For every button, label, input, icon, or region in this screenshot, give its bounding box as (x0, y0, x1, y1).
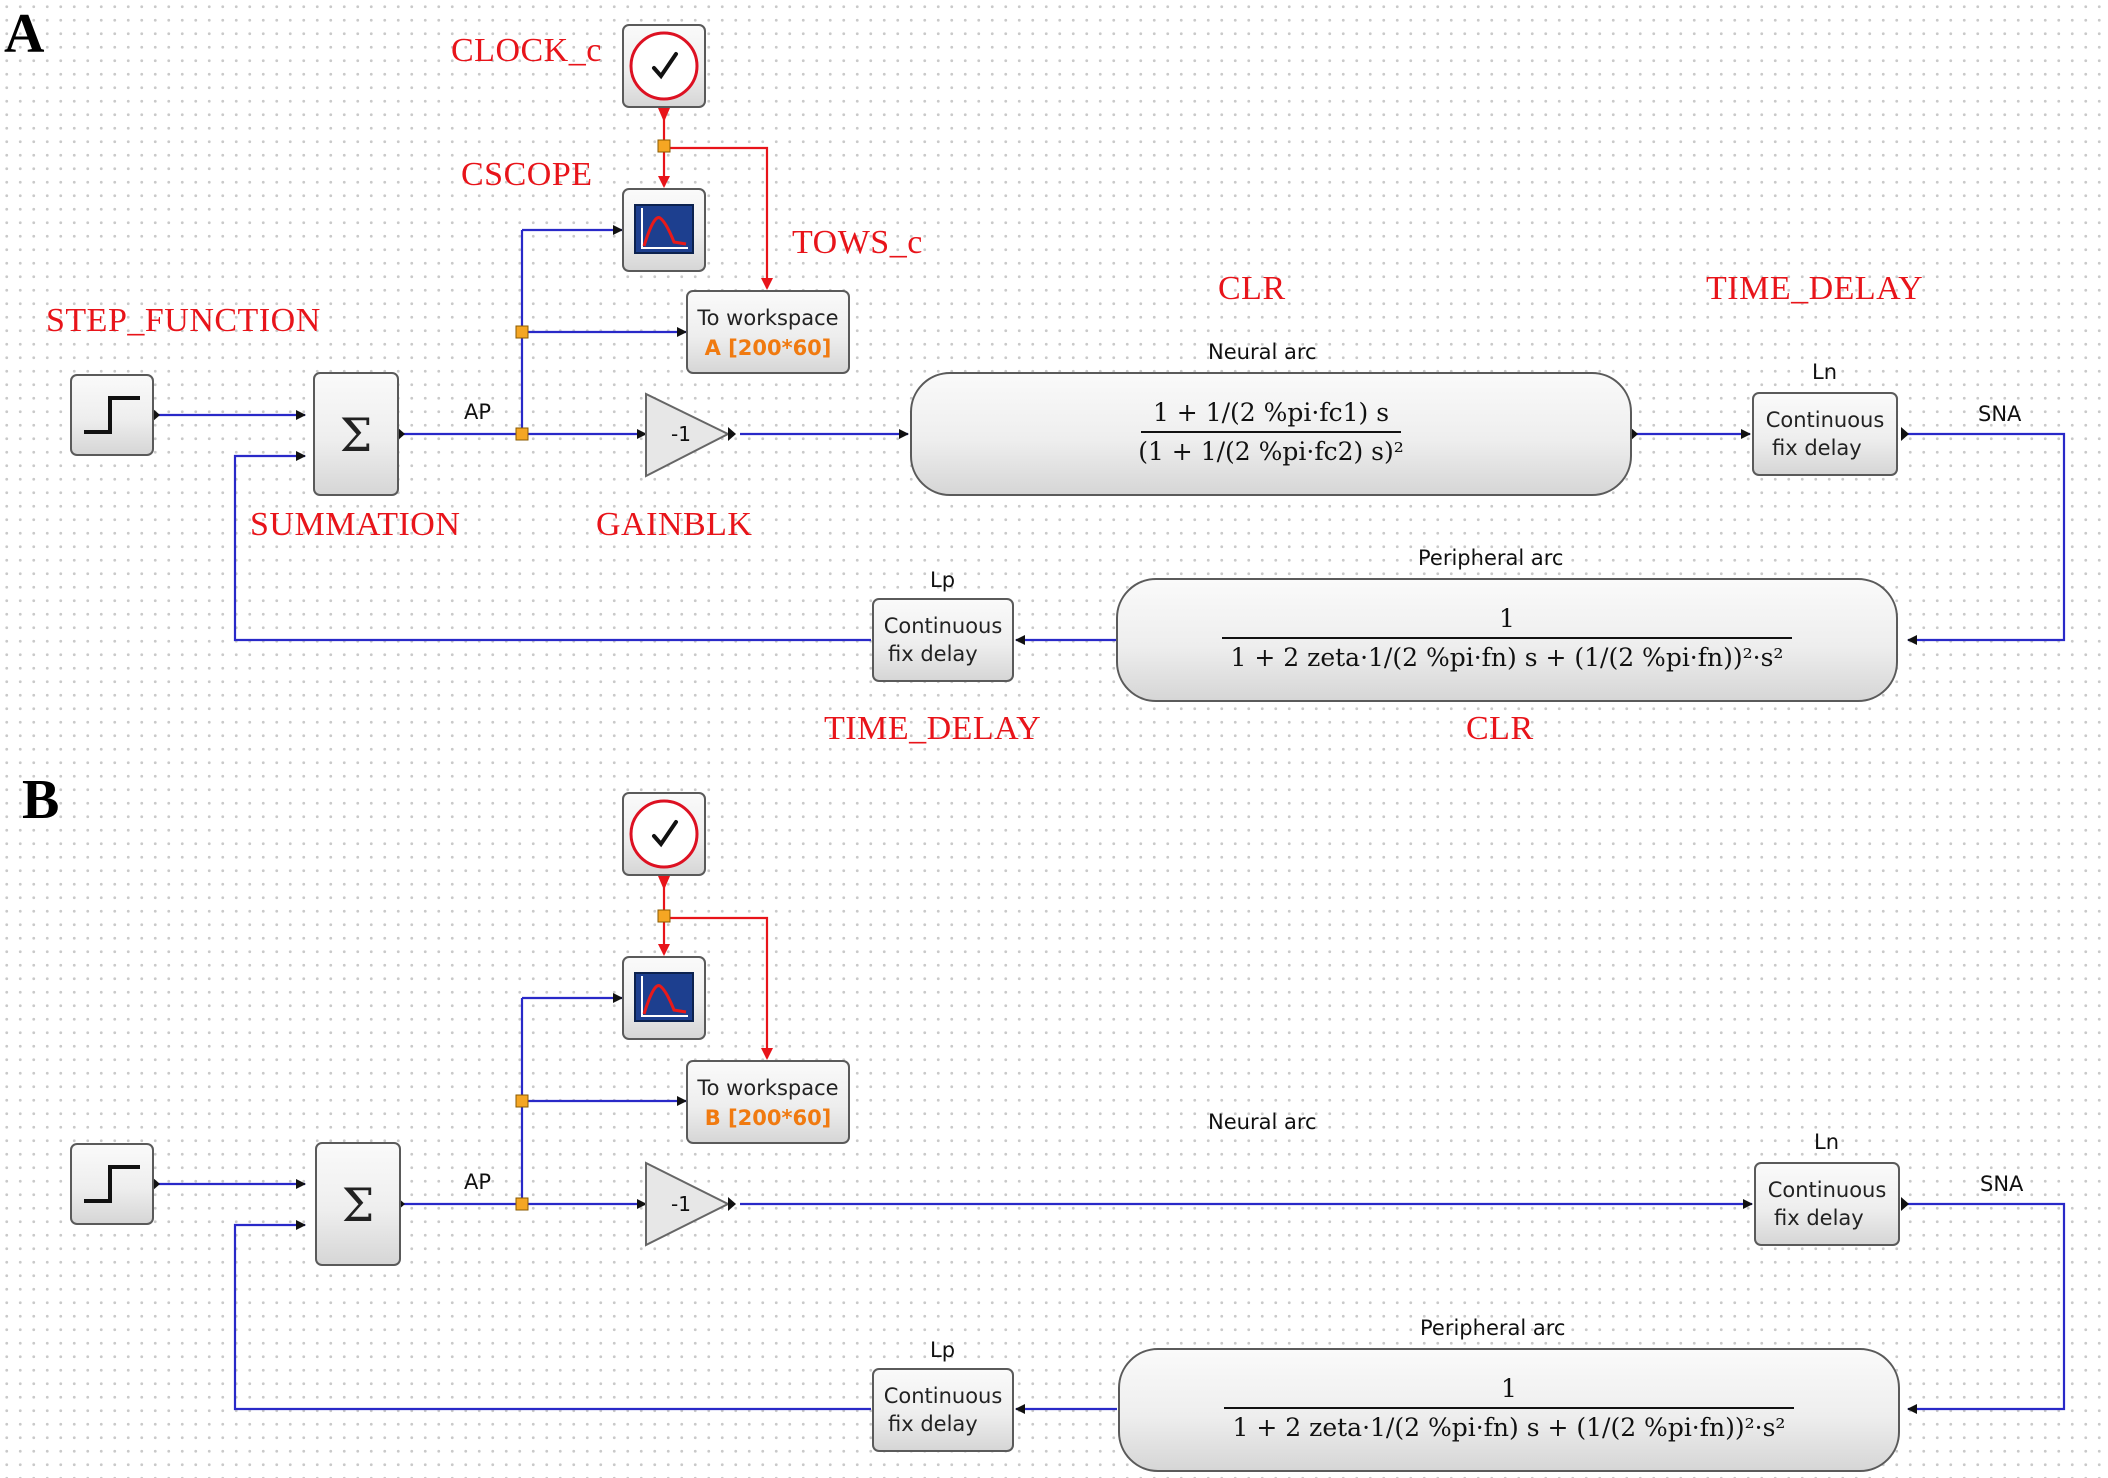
sigma-symbol: Σ (341, 1178, 375, 1232)
signal-label-ap: AP (464, 1170, 492, 1194)
delay-line1: Continuous (883, 1384, 1003, 1408)
clock-block[interactable] (622, 24, 706, 108)
to-workspace-block[interactable]: To workspace B [200*60] (686, 1060, 850, 1144)
neural-denominator: (1 + 1/(2 %pi·fc2) s)² (1138, 437, 1404, 466)
split-point (657, 909, 671, 923)
delay-line2: fix delay (1774, 1206, 1864, 1230)
block-label-peripheral-arc: Peripheral arc (1418, 546, 1564, 570)
label-step-function: STEP_FUNCTION (46, 302, 321, 339)
peripheral-numerator: 1 (1501, 1374, 1517, 1403)
signal-label-sna: SNA (1978, 402, 2022, 426)
split-point (515, 427, 529, 441)
peripheral-denominator: 1 + 2 zeta·1/(2 %pi·fn) s + (1/(2 %pi·fn… (1232, 1413, 1786, 1442)
panel-a-signal-wires (158, 225, 2066, 645)
label-clr-peripheral: CLR (1466, 710, 1534, 747)
panel-letter: A (4, 3, 45, 65)
label-gainblk: GAINBLK (596, 506, 753, 543)
split-point (515, 325, 529, 339)
step-icon (84, 1165, 140, 1203)
peripheral-denominator: 1 + 2 zeta·1/(2 %pi·fn) s + (1/(2 %pi·fn… (1230, 643, 1784, 672)
clock-icon (629, 799, 699, 869)
block-label-peripheral-arc: Peripheral arc (1420, 1316, 1566, 1340)
peripheral-arc-block[interactable]: 1 1 + 2 zeta·1/(2 %pi·fn) s + (1/(2 %pi·… (1118, 1348, 1900, 1472)
gain-value: -1 (671, 1192, 691, 1216)
panel-letter: B (22, 769, 60, 831)
delay-line2: fix delay (888, 642, 978, 666)
block-label-neural-arc: Neural arc (1208, 340, 1317, 364)
cscope-block[interactable] (622, 956, 706, 1040)
peripheral-arc-block[interactable]: 1 1 + 2 zeta·1/(2 %pi·fn) s + (1/(2 %pi·… (1116, 578, 1898, 702)
label-tows-c: TOWS_c (792, 224, 923, 261)
summation-block[interactable]: Σ (313, 372, 399, 496)
signal-label-ap: AP (464, 400, 492, 424)
step-function-block[interactable] (70, 1143, 154, 1225)
gain-triangle (645, 392, 731, 478)
wire-lp-to-sum (233, 451, 871, 642)
tows-title: To workspace (697, 306, 839, 330)
clock-block[interactable] (622, 792, 706, 876)
summation-block[interactable]: Σ (315, 1142, 401, 1266)
label-time-delay-ln: TIME_DELAY (1706, 270, 1924, 307)
peripheral-transfer-function: 1 1 + 2 zeta·1/(2 %pi·fn) s + (1/(2 %pi·… (1120, 1374, 1898, 1442)
neural-arc-block[interactable]: 1 + 1/(2 %pi·fc1) s (1 + 1/(2 %pi·fc2) s… (910, 372, 1632, 496)
split-point (515, 1197, 529, 1211)
step-function-block[interactable] (70, 374, 154, 456)
sigma-symbol: Σ (339, 408, 373, 462)
delay-line1: Continuous (1765, 408, 1885, 432)
tows-title: To workspace (697, 1076, 839, 1100)
ln-delay-block[interactable]: Continuous fix delay (1754, 1162, 1900, 1246)
label-cscope: CSCOPE (461, 156, 593, 193)
signal-label-ln: Ln (1814, 1130, 1840, 1154)
tows-variable: A [200*60] (704, 336, 832, 360)
gain-triangle (645, 1161, 731, 1247)
split-point (657, 139, 671, 153)
peripheral-transfer-function: 1 1 + 2 zeta·1/(2 %pi·fn) s + (1/(2 %pi·… (1118, 604, 1896, 672)
step-icon (84, 396, 140, 434)
block-label-neural-arc: Neural arc (1208, 1110, 1317, 1134)
scope-icon (634, 204, 694, 254)
ln-delay-block[interactable]: Continuous fix delay (1752, 392, 1898, 476)
delay-line2: fix delay (888, 1412, 978, 1436)
neural-numerator: 1 + 1/(2 %pi·fc1) s (1152, 398, 1390, 427)
cscope-block[interactable] (622, 188, 706, 272)
neural-transfer-function: 1 + 1/(2 %pi·fc1) s (1 + 1/(2 %pi·fc2) s… (912, 398, 1630, 466)
wire-ln-to-peripheral (1907, 432, 2066, 645)
to-workspace-block[interactable]: To workspace A [200*60] (686, 290, 850, 374)
delay-line2: fix delay (1772, 436, 1862, 460)
scope-icon (634, 972, 694, 1022)
label-summation: SUMMATION (250, 506, 461, 543)
lp-delay-block[interactable]: Continuous fix delay (872, 1368, 1014, 1452)
delay-line1: Continuous (1767, 1178, 1887, 1202)
label-clr-neural: CLR (1218, 270, 1286, 307)
signal-label-lp: Lp (930, 1338, 956, 1362)
gain-value: -1 (671, 422, 691, 446)
label-time-delay-lp: TIME_DELAY (824, 710, 1042, 747)
tows-variable: B [200*60] (704, 1106, 832, 1130)
panel-b-signal-wires (158, 993, 2066, 1414)
peripheral-numerator: 1 (1499, 604, 1515, 633)
lp-delay-block[interactable]: Continuous fix delay (872, 598, 1014, 682)
split-point (515, 1094, 529, 1108)
label-clock-c: CLOCK_c (451, 32, 602, 69)
signal-label-sna: SNA (1980, 1172, 2024, 1196)
signal-label-ln: Ln (1812, 360, 1838, 384)
signal-label-lp: Lp (930, 568, 956, 592)
delay-line1: Continuous (883, 614, 1003, 638)
clock-icon (629, 31, 699, 101)
